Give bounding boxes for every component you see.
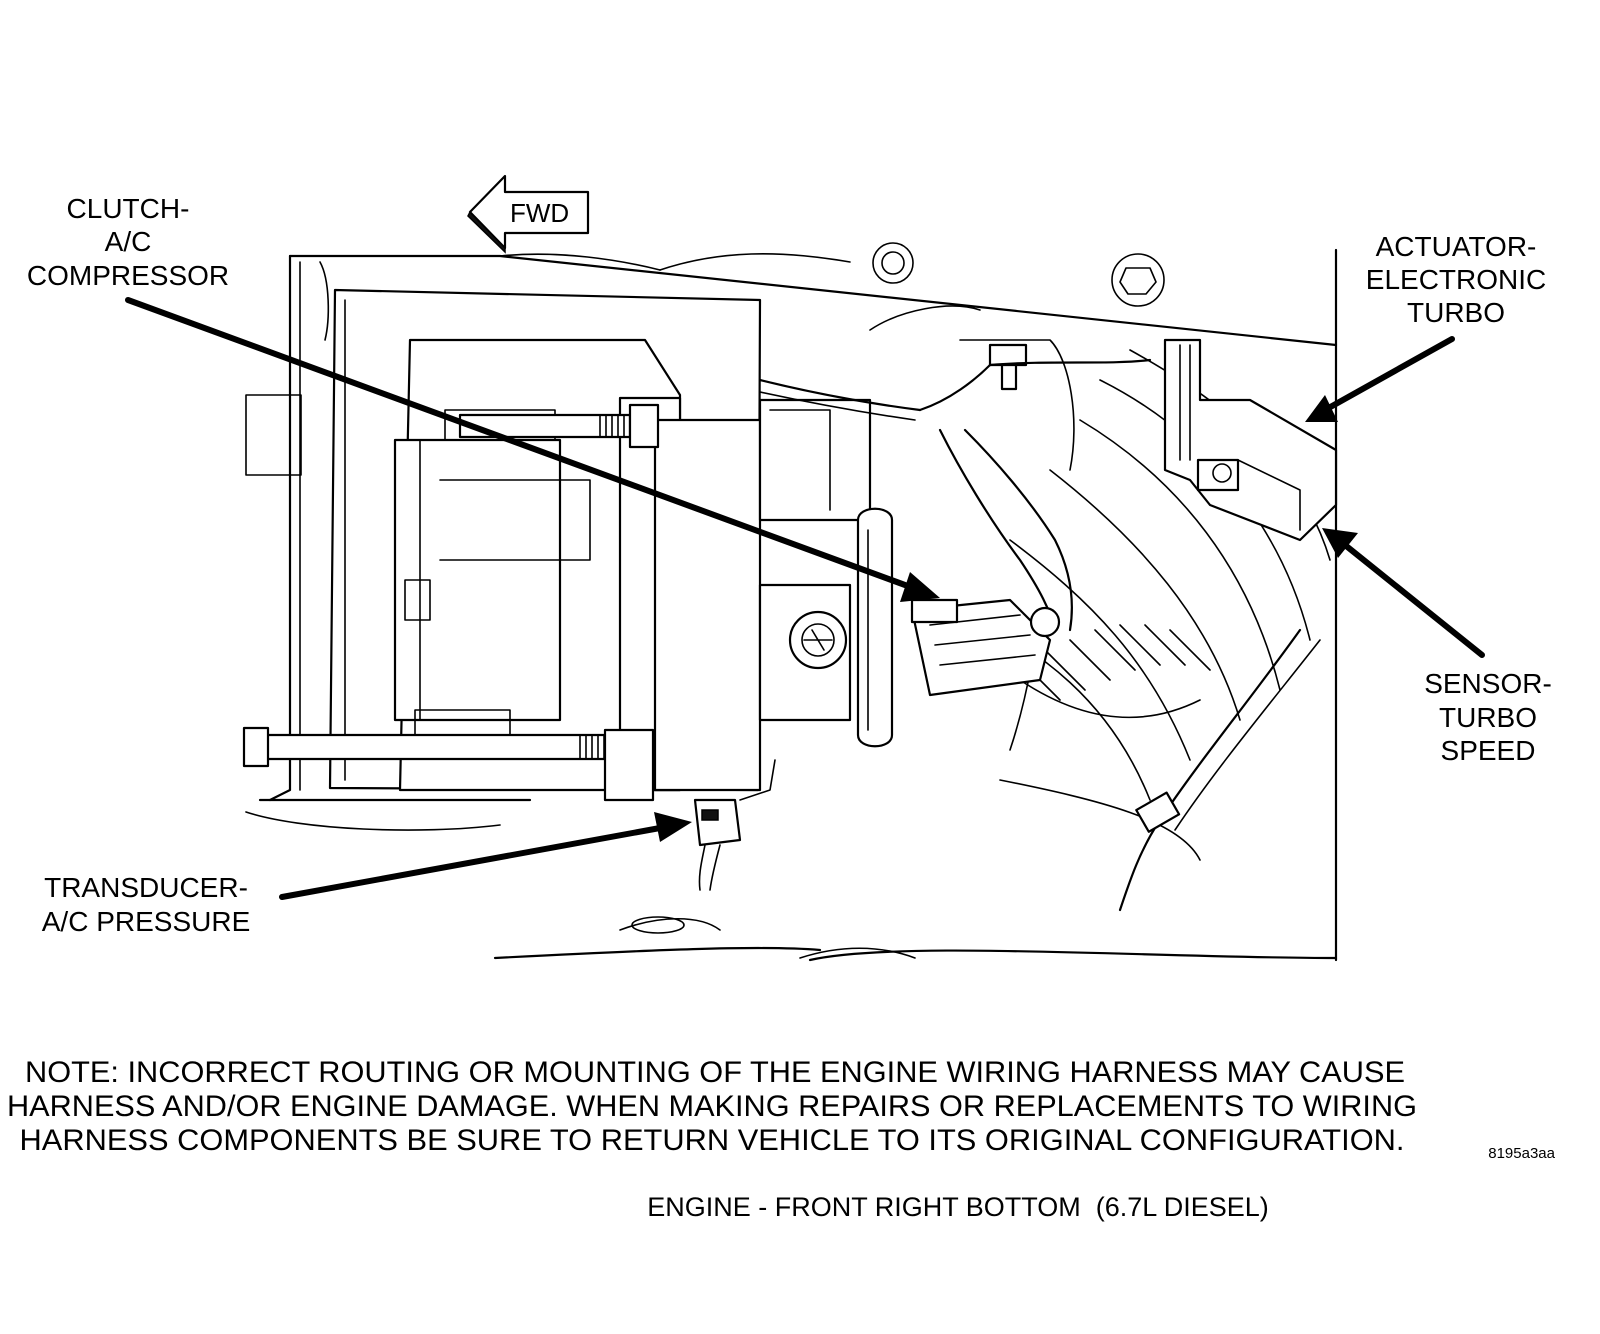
reference-code: 8195a3aa bbox=[1488, 1145, 1555, 1162]
sensor-leader bbox=[1342, 542, 1485, 658]
fwd-label: FWD bbox=[510, 198, 569, 228]
note-line: HARNESS AND/OR ENGINE DAMAGE. WHEN MAKIN… bbox=[7, 1090, 1417, 1123]
clutch-arrowhead bbox=[900, 572, 940, 602]
callout-actuator-electronic-turbo: ACTUATOR- ELECTRONIC TURBO bbox=[1366, 231, 1546, 328]
label-line: SPEED bbox=[1441, 735, 1536, 766]
sensor-arrowhead bbox=[1322, 528, 1358, 558]
actuator-leader bbox=[1322, 336, 1455, 413]
note-line: NOTE: INCORRECT ROUTING OR MOUNTING OF T… bbox=[25, 1056, 1405, 1089]
callout-clutch-ac-compressor: CLUTCH- A/C COMPRESSOR bbox=[27, 193, 229, 291]
note-block: NOTE: INCORRECT ROUTING OR MOUNTING OF T… bbox=[7, 1056, 1417, 1157]
clutch-leader bbox=[125, 297, 908, 588]
label-line: SENSOR- bbox=[1424, 668, 1552, 699]
turbo-actuator bbox=[1163, 338, 1338, 542]
label-line: TURBO bbox=[1439, 702, 1537, 733]
callout-sensor-turbo-speed: SENSOR- TURBO SPEED bbox=[1424, 668, 1552, 766]
engine-illustration: FWD bbox=[242, 174, 1338, 962]
clutch-connector bbox=[910, 598, 1061, 697]
leader-lines bbox=[125, 297, 1485, 900]
label-line: COMPRESSOR bbox=[27, 260, 229, 291]
upper-bolt bbox=[458, 403, 660, 449]
label-line: TRANSDUCER- bbox=[44, 872, 248, 903]
callout-transducer-ac-pressure: TRANSDUCER- A/C PRESSURE bbox=[42, 872, 251, 937]
label-line: ELECTRONIC bbox=[1366, 264, 1546, 295]
figure-caption: ENGINE - FRONT RIGHT BOTTOM (6.7L DIESEL… bbox=[647, 1192, 1269, 1222]
label-line: ACTUATOR- bbox=[1376, 231, 1537, 262]
label-line: TURBO bbox=[1407, 297, 1505, 328]
label-line: A/C bbox=[105, 226, 152, 257]
note-line: HARNESS COMPONENTS BE SURE TO RETURN VEH… bbox=[20, 1124, 1405, 1157]
transducer-leader bbox=[279, 825, 663, 900]
lower-bolt bbox=[242, 726, 655, 802]
pressure-transducer bbox=[693, 759, 776, 891]
label-line: A/C PRESSURE bbox=[42, 906, 251, 937]
fwd-arrow: FWD bbox=[467, 174, 590, 254]
transducer-arrowhead bbox=[654, 812, 692, 842]
actuator-arrowhead bbox=[1305, 395, 1338, 422]
label-line: CLUTCH- bbox=[67, 193, 190, 224]
